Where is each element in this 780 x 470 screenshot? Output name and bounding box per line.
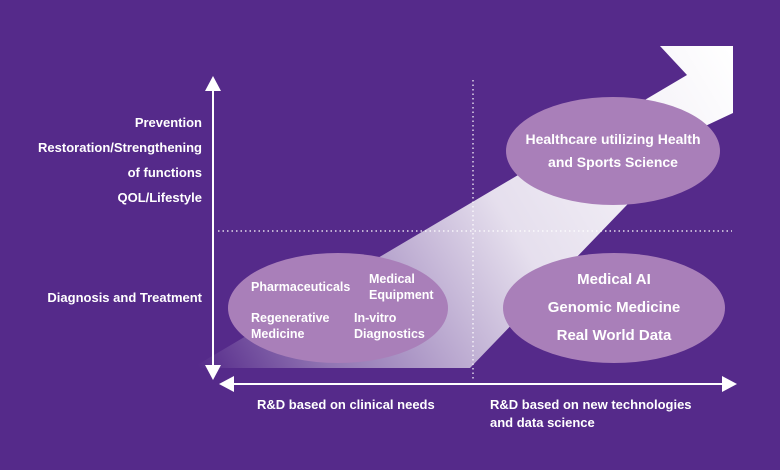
label-medical-ai: Medical AI [577,271,651,288]
x-label-technology-line1: R&D based on new technologies [490,397,692,412]
label-medical-equipment-line2: Equipment [369,288,434,302]
label-pharmaceuticals: Pharmaceuticals [251,280,351,294]
y-label-qol: QOL/Lifestyle [117,190,202,205]
y-label-restoration: Restoration/Strengthening [38,140,202,155]
label-healthcare-line2: and Sports Science [548,154,678,170]
x-label-technology-line2: and data science [490,415,595,430]
y-axis [205,76,221,380]
y-label-prevention: Prevention [134,115,202,130]
label-healthcare-line1: Healthcare utilizing Health [525,131,701,147]
left-ellipse [228,253,448,363]
label-real-world-data: Real World Data [556,327,672,344]
x-label-clinical: R&D based on clinical needs [257,397,435,412]
y-label-diagnosis: Diagnosis and Treatment [47,290,202,305]
x-axis [219,376,737,392]
label-medical-equipment-line1: Medical [369,272,415,286]
right-lower-ellipse [503,253,725,363]
growth-arrow [192,46,733,368]
label-invitro-line2: Diagnostics [354,327,425,341]
label-invitro-line1: In-vitro [354,311,397,325]
label-genomic-medicine: Genomic Medicine [547,299,681,316]
label-regenerative-line2: Medicine [251,327,305,341]
label-regenerative-line1: Regenerative [251,311,330,325]
right-upper-ellipse [506,97,720,205]
y-label-functions: of functions [127,165,202,180]
